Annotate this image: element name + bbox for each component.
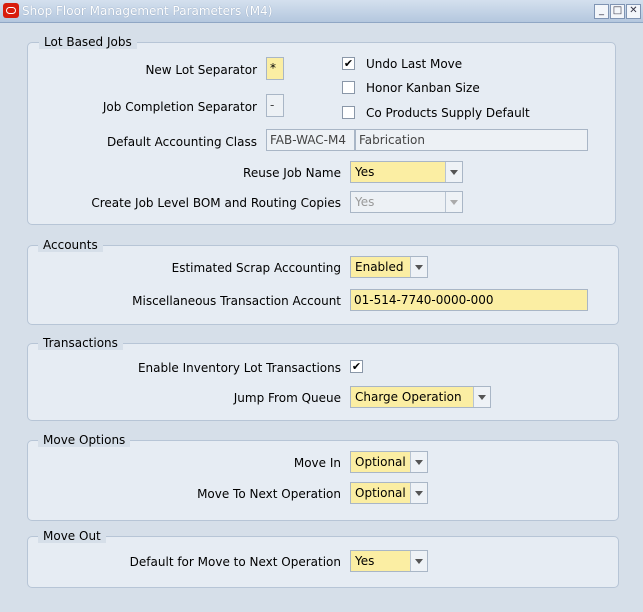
jump-from-queue-select[interactable]: Charge Operation bbox=[350, 386, 491, 408]
misc-account-label: Miscellaneous Transaction Account bbox=[132, 294, 341, 308]
job-completion-separator-label: Job Completion Separator bbox=[102, 100, 257, 114]
chevron-down-icon[interactable] bbox=[445, 192, 462, 212]
accounts-legend: Accounts bbox=[38, 238, 103, 252]
move-in-label: Move In bbox=[293, 456, 341, 470]
maximize-icon[interactable]: □ bbox=[610, 4, 625, 19]
chevron-down-icon[interactable] bbox=[473, 387, 490, 407]
default-move-next-label: Default for Move to Next Operation bbox=[129, 555, 341, 569]
reuse-job-name-select[interactable]: Yes bbox=[350, 161, 463, 183]
move-next-operation-select[interactable]: Optional bbox=[350, 482, 428, 504]
move-next-operation-label: Move To Next Operation bbox=[197, 487, 341, 501]
window-title: Shop Floor Management Parameters (M4) bbox=[22, 4, 273, 18]
enable-lot-transactions-checkbox[interactable]: ✔ bbox=[350, 360, 363, 373]
chevron-down-icon[interactable] bbox=[445, 162, 462, 182]
accounting-class-code-field[interactable]: FAB-WAC-M4 bbox=[266, 129, 355, 151]
create-bom-select[interactable]: Yes bbox=[350, 191, 463, 213]
scrap-accounting-value: Enabled bbox=[355, 260, 404, 274]
default-move-next-select[interactable]: Yes bbox=[350, 550, 428, 572]
undo-last-move-label: Undo Last Move bbox=[366, 57, 463, 71]
transactions-legend: Transactions bbox=[38, 336, 123, 350]
accounts-panel bbox=[27, 245, 619, 325]
accounting-class-label: Default Accounting Class bbox=[106, 135, 257, 149]
chevron-down-icon[interactable] bbox=[410, 452, 427, 472]
create-bom-label: Create Job Level BOM and Routing Copies bbox=[91, 196, 341, 210]
move-in-select[interactable]: Optional bbox=[350, 451, 428, 473]
lot-based-jobs-legend: Lot Based Jobs bbox=[39, 35, 137, 49]
move-in-value: Optional bbox=[355, 455, 406, 469]
misc-account-field[interactable]: 01-514-7740-0000-000 bbox=[350, 289, 588, 311]
create-bom-value: Yes bbox=[355, 195, 375, 209]
jump-from-queue-label: Jump From Queue bbox=[233, 391, 341, 405]
honor-kanban-checkbox[interactable] bbox=[342, 81, 355, 94]
chevron-down-icon[interactable] bbox=[410, 551, 427, 571]
reuse-job-name-value: Yes bbox=[355, 165, 375, 179]
oracle-app-icon bbox=[3, 3, 19, 18]
accounting-class-desc-field[interactable]: Fabrication bbox=[355, 129, 588, 151]
co-products-label: Co Products Supply Default bbox=[366, 106, 530, 120]
jump-from-queue-value: Charge Operation bbox=[355, 390, 462, 404]
transactions-panel bbox=[27, 343, 619, 421]
move-options-legend: Move Options bbox=[38, 433, 131, 447]
scrap-accounting-select[interactable]: Enabled bbox=[350, 256, 428, 278]
job-completion-separator-field[interactable]: - bbox=[266, 94, 284, 117]
minimize-icon[interactable]: _ bbox=[594, 4, 609, 19]
reuse-job-name-label: Reuse Job Name bbox=[243, 166, 341, 180]
enable-lot-transactions-label: Enable Inventory Lot Transactions bbox=[137, 361, 341, 375]
new-lot-separator-label: New Lot Separator bbox=[145, 63, 257, 77]
new-lot-separator-field[interactable]: * bbox=[266, 57, 284, 80]
move-out-panel bbox=[27, 536, 619, 588]
title-bar: Shop Floor Management Parameters (M4) _ … bbox=[0, 0, 643, 23]
honor-kanban-label: Honor Kanban Size bbox=[366, 81, 480, 95]
chevron-down-icon[interactable] bbox=[410, 257, 427, 277]
chevron-down-icon[interactable] bbox=[410, 483, 427, 503]
undo-last-move-checkbox[interactable]: ✔ bbox=[342, 57, 355, 70]
co-products-checkbox[interactable] bbox=[342, 106, 355, 119]
close-icon[interactable]: ✕ bbox=[626, 4, 641, 19]
move-out-legend: Move Out bbox=[38, 529, 106, 543]
move-options-panel bbox=[27, 440, 619, 521]
move-next-operation-value: Optional bbox=[355, 486, 406, 500]
default-move-next-value: Yes bbox=[355, 554, 375, 568]
scrap-accounting-label: Estimated Scrap Accounting bbox=[171, 261, 341, 275]
